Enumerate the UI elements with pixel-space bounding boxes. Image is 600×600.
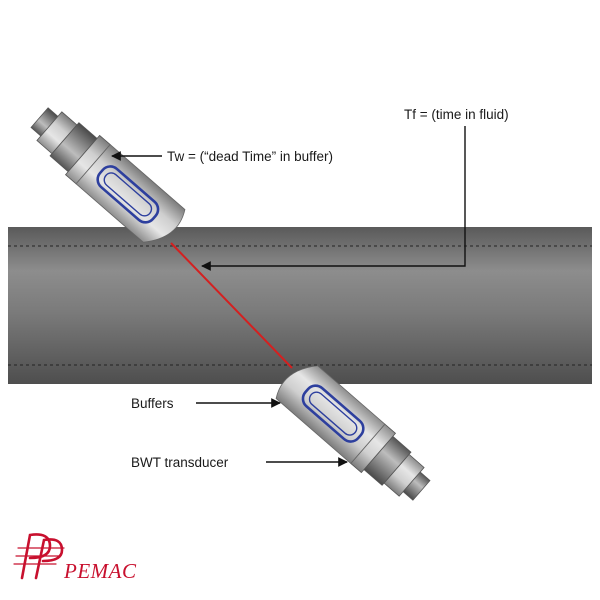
- transducer-callout: BWT transducer: [131, 455, 348, 470]
- upper-transducer: [30, 107, 186, 243]
- tw-label: Tw = (“dead Time” in buffer): [167, 149, 333, 164]
- tf-label: Tf = (time in fluid): [404, 107, 509, 122]
- pemac-logo: PEMAC: [13, 533, 137, 583]
- lower-coil: [301, 384, 365, 443]
- pemac-logo-text: PEMAC: [63, 559, 137, 583]
- buffers-label: Buffers: [131, 396, 174, 411]
- lower-transducer: [275, 365, 431, 501]
- upper-coil: [96, 165, 160, 224]
- tf-callout: Tf = (time in fluid): [201, 107, 509, 271]
- pipe: [8, 227, 592, 384]
- ultrasonic-beam: [170, 242, 293, 369]
- tw-callout: Tw = (“dead Time” in buffer): [111, 149, 333, 164]
- buffers-callout: Buffers: [131, 396, 281, 411]
- transducer-label: BWT transducer: [131, 455, 229, 470]
- pemac-logo-mark-icon: [13, 533, 65, 580]
